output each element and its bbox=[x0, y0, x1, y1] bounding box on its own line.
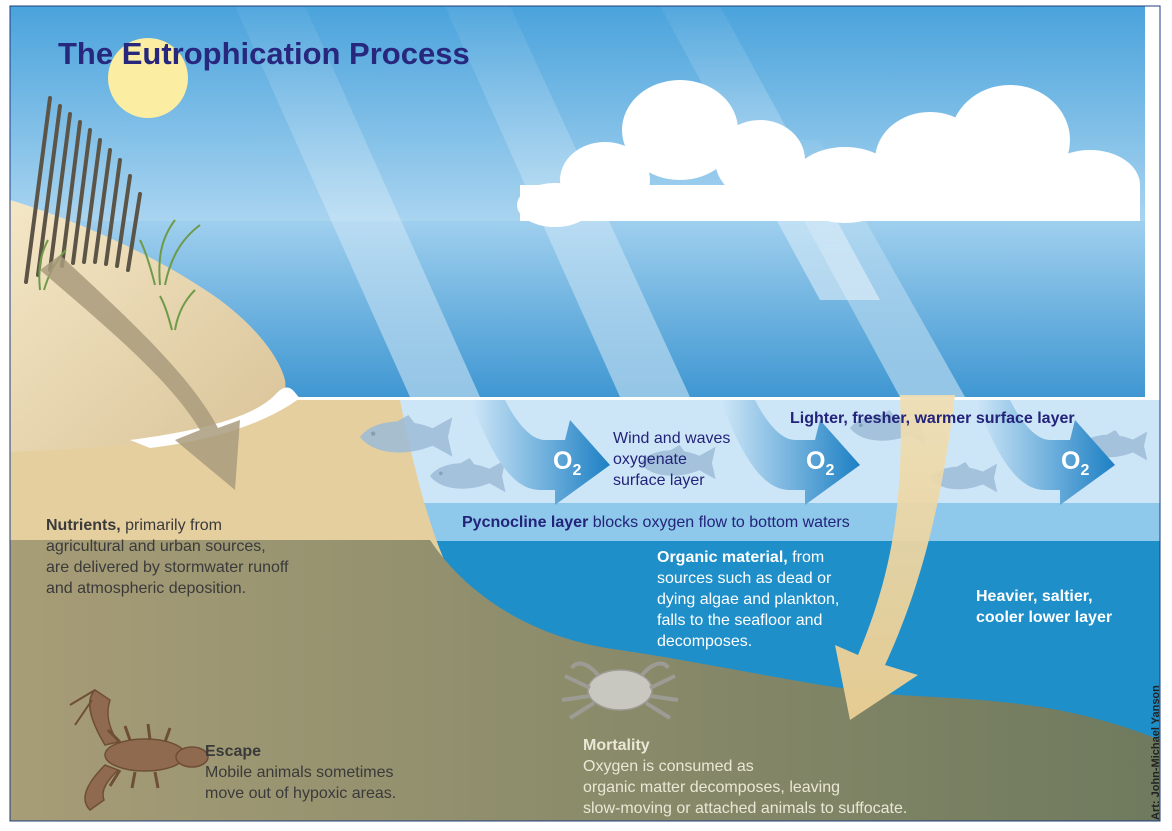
mortality-title: Mortality bbox=[583, 737, 650, 754]
dune bbox=[10, 200, 286, 452]
oxygen-subscript: 2 bbox=[825, 462, 835, 479]
seafloor bbox=[10, 540, 1160, 821]
organic-line1: from bbox=[787, 549, 825, 566]
art-credit: Art: John-Michael Yanson bbox=[1150, 685, 1162, 820]
oxygen-symbol: O bbox=[806, 447, 826, 475]
oxygen-subscript: 2 bbox=[572, 462, 582, 479]
mortality-line1: Oxygen is consumed as bbox=[583, 758, 754, 775]
wind-label-line2: oxygenate bbox=[613, 451, 687, 468]
nutrients-arrow bbox=[40, 255, 240, 490]
oxygen-label-3: O2 bbox=[1061, 447, 1089, 480]
oxygen-label-2: O2 bbox=[806, 447, 834, 480]
organic-line5: decomposes. bbox=[657, 633, 753, 650]
oxygen-subscript: 2 bbox=[1080, 462, 1090, 479]
crab-icon bbox=[561, 661, 679, 720]
oxygen-symbol: O bbox=[553, 447, 573, 475]
organic-material-label: Organic material, from sources such as d… bbox=[657, 547, 839, 652]
mortality-line3: slow-moving or attached animals to suffo… bbox=[583, 800, 908, 817]
escape-line2: move out of hypoxic areas. bbox=[205, 785, 397, 802]
nutrients-label-line4: and atmospheric deposition. bbox=[46, 580, 247, 597]
pycnocline-bold: Pycnocline layer bbox=[462, 514, 589, 531]
organic-bold: Organic material, bbox=[657, 549, 788, 566]
wind-label-line1: Wind and waves bbox=[613, 430, 731, 447]
surface-layer-text: Lighter, fresher, warmer surface layer bbox=[790, 410, 1075, 427]
nutrients-label-line3: are delivered by stormwater runoff bbox=[46, 559, 289, 576]
escape-title: Escape bbox=[205, 743, 262, 760]
pycnocline-rest: blocks oxygen flow to bottom waters bbox=[588, 514, 850, 531]
oxygen-arrow-icon bbox=[470, 400, 1115, 505]
lobster-icon bbox=[69, 689, 209, 811]
nutrients-label-bold: Nutrients, bbox=[46, 517, 121, 534]
oxygen-symbol: O bbox=[1061, 447, 1081, 475]
surface-layer-label: Lighter, fresher, warmer surface layer bbox=[790, 408, 1075, 429]
nutrients-label-line2: agricultural and urban sources, bbox=[46, 538, 266, 555]
nutrients-label: Nutrients, primarily from agricultural a… bbox=[46, 515, 288, 599]
pycnocline-label: Pycnocline layer blocks oxygen flow to b… bbox=[462, 512, 850, 533]
light-beams bbox=[235, 6, 965, 397]
wind-label-line3: surface layer bbox=[613, 472, 705, 489]
wind-waves-label: Wind and waves oxygenate surface layer bbox=[613, 428, 730, 491]
page-title: The Eutrophication Process bbox=[58, 36, 470, 71]
sun-icon bbox=[108, 38, 188, 118]
mortality-line2: organic matter decomposes, leaving bbox=[583, 779, 841, 796]
dune-grass-icon bbox=[38, 219, 201, 331]
lower-line2: cooler lower layer bbox=[976, 609, 1113, 626]
escape-line1: Mobile animals sometimes bbox=[205, 764, 394, 781]
mortality-label: Mortality Oxygen is consumed as organic … bbox=[583, 735, 907, 819]
oxygen-label-1: O2 bbox=[553, 447, 581, 480]
escape-label: Escape Mobile animals sometimes move out… bbox=[205, 741, 396, 804]
lower-line1: Heavier, saltier, bbox=[976, 588, 1093, 605]
fence-icon bbox=[24, 96, 142, 284]
nutrients-label-line1: primarily from bbox=[120, 517, 223, 534]
lower-layer-label: Heavier, saltier, cooler lower layer bbox=[976, 586, 1112, 628]
organic-arrow bbox=[835, 395, 955, 720]
organic-line4: falls to the seafloor and bbox=[657, 612, 823, 629]
organic-line2: sources such as dead or bbox=[657, 570, 832, 587]
organic-line3: dying algae and plankton, bbox=[657, 591, 840, 608]
